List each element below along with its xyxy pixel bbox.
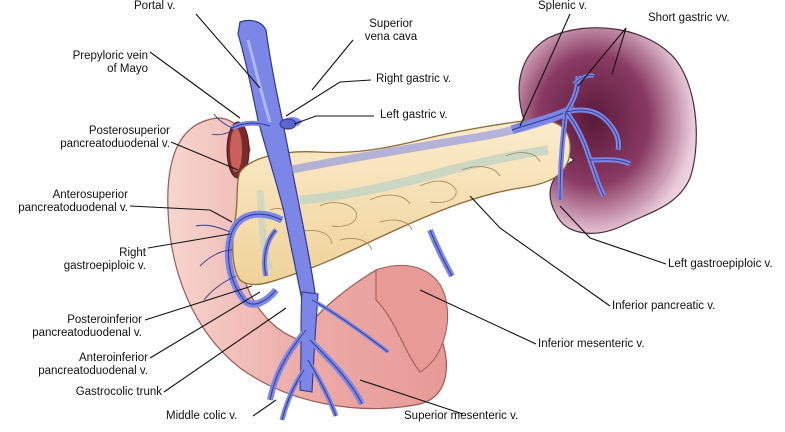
- label-prepyloric-vein-line1: Prepyloric vein: [72, 50, 148, 62]
- label-inferior-mesenteric-vein: Inferior mesenteric v.: [538, 338, 645, 350]
- label-left-gastroepiploic-vein: Left gastroepiploic v.: [668, 258, 773, 270]
- label-superior-mesenteric-vein: Superior mesenteric v.: [404, 410, 519, 422]
- label-anterosuperior-line2: pancreatoduodenal v.: [18, 202, 128, 214]
- label-right-gastroepiploic-line2: gastroepiploic v.: [63, 260, 146, 272]
- label-posteroinferior-line2: pancreatoduodenal v.: [32, 327, 142, 339]
- label-posteroinferior-line1: Posteroinferior: [67, 314, 142, 326]
- label-posteroinferior-pancreatoduodenal-vein: Posteroinferior pancreatoduodenal v.: [10, 314, 142, 340]
- label-prepyloric-vein-line2: of Mayo: [107, 63, 148, 75]
- label-left-gastric-vein: Left gastric v.: [380, 109, 448, 121]
- label-anterosuperior-line1: Anterosuperior: [52, 189, 128, 201]
- label-superior-vena-cava-line2: vena cava: [364, 31, 418, 43]
- label-right-gastric-vein: Right gastric v.: [376, 73, 452, 85]
- label-right-gastroepiploic-line1: Right: [119, 247, 146, 259]
- label-right-gastroepiploic-vein: Right gastroepiploic v.: [20, 247, 146, 273]
- label-splenic-vein: Splenic v.: [538, 0, 588, 12]
- portal-vein: [237, 19, 317, 301]
- label-anterosuperior-pancreatoduodenal-vein: Anterosuperior pancreatoduodenal v.: [0, 189, 128, 215]
- label-anteroinferior-line1: Anteroinferior: [78, 352, 148, 364]
- label-anteroinferior-line2: pancreatoduodenal v.: [38, 365, 148, 377]
- label-middle-colic-vein: Middle colic v.: [166, 410, 238, 422]
- label-inferior-pancreatic-vein: Inferior pancreatic v.: [612, 300, 716, 312]
- leader-lines: [129, 13, 667, 417]
- label-superior-vena-cava-line1: Superior: [369, 18, 413, 30]
- label-gastrocolic-trunk: Gastrocolic trunk: [75, 386, 162, 398]
- label-prepyloric-vein: Prepyloric vein of Mayo: [40, 50, 148, 76]
- label-posterosuperior-line1: Posterosuperior: [88, 125, 170, 137]
- label-posterosuperior-pancreatoduodenal-vein: Posterosuperior pancreatoduodenal v.: [40, 125, 170, 151]
- label-portal-vein: Portal v.: [134, 0, 176, 12]
- label-anteroinferior-pancreatoduodenal-vein: Anteroinferior pancreatoduodenal v.: [14, 352, 148, 378]
- label-posterosuperior-line2: pancreatoduodenal v.: [60, 138, 170, 150]
- label-superior-vena-cava: Superior vena cava: [356, 18, 426, 44]
- label-short-gastric-veins: Short gastric vv.: [648, 12, 730, 24]
- jejunal-loop: [375, 265, 449, 373]
